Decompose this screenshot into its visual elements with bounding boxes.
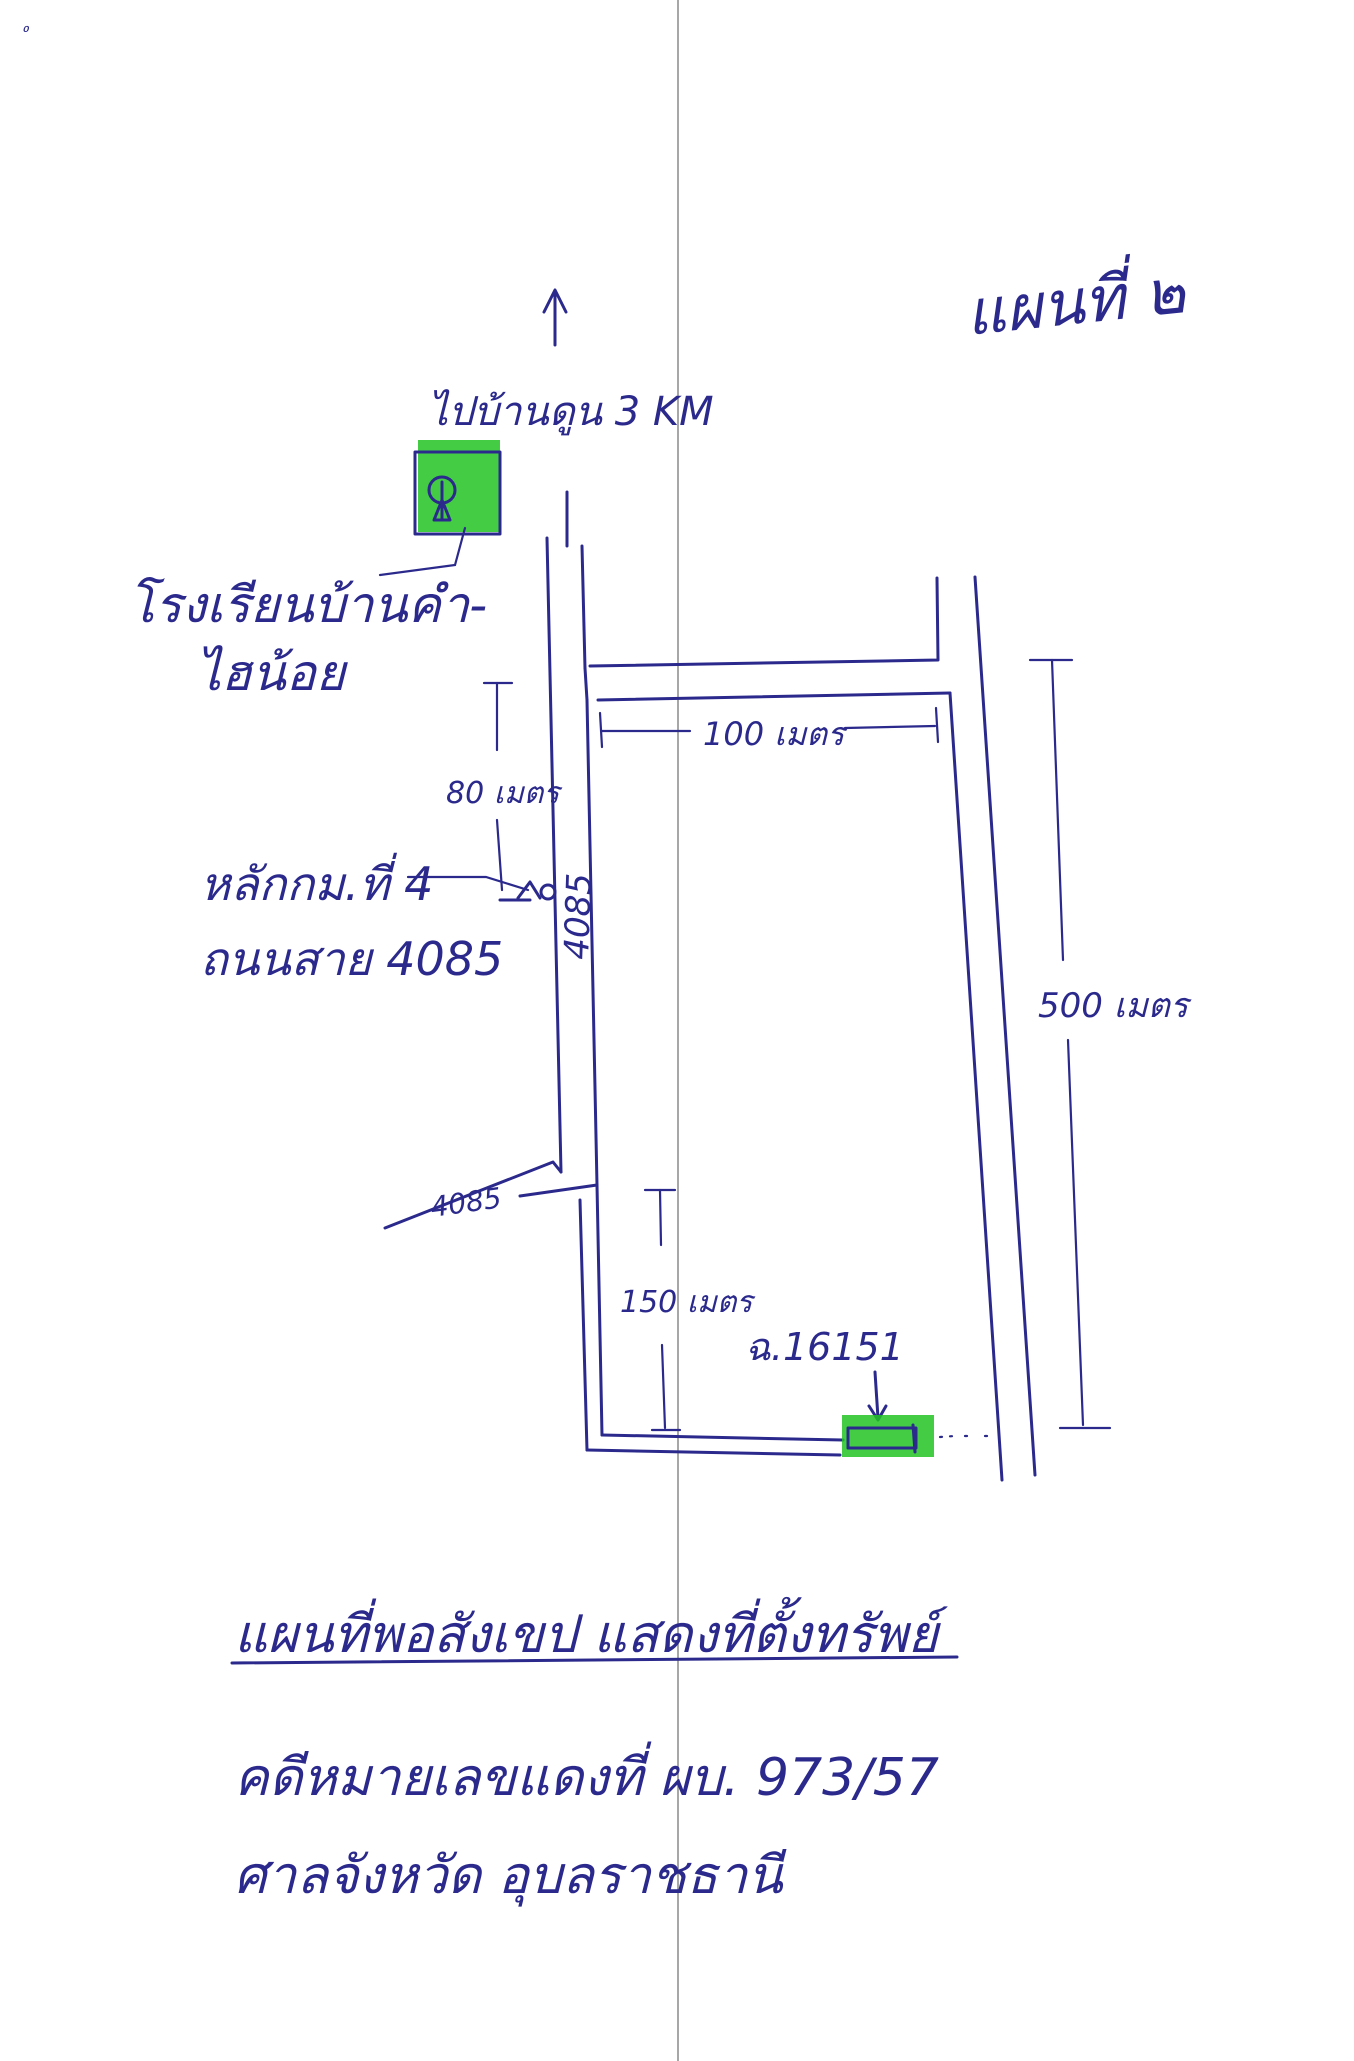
school-leader-line <box>378 526 467 577</box>
caption-court: ศาลจังหวัด อุบลราชธานี <box>234 1846 787 1907</box>
dimension-80m <box>482 681 514 892</box>
caption-title: แผนที่พอสังเขป แสดงที่ตั้งทรัพย์ <box>234 1596 948 1665</box>
km-marker-leader <box>406 875 530 892</box>
caption-title-group: แผนที่พอสังเขป แสดงที่ตั้งทรัพย์ <box>230 1596 959 1665</box>
branch-road-label: 4085 <box>428 1181 503 1224</box>
dimension-150m <box>643 1188 682 1432</box>
main-road-label: 4085 <box>557 872 600 960</box>
km-marker-label-line2: ถนนสาย 4085 <box>200 932 503 986</box>
distance-100m-label: 100 เมตร <box>703 715 848 753</box>
caption-case-number: คดีหมายเลขแดงที่ ผบ. 973/57 <box>234 1741 939 1808</box>
school-label-line1: โรงเรียนบ้านคำ- <box>128 576 487 634</box>
school-flag-icon <box>427 475 457 522</box>
sheet-label: แผนที่ ๒ <box>961 248 1189 350</box>
north-arrow-icon <box>542 288 568 347</box>
school-symbol <box>413 440 502 536</box>
dimension-500m <box>1028 658 1112 1430</box>
parcel-symbol <box>842 1415 995 1457</box>
school-highlight <box>418 440 500 532</box>
caption-underline <box>230 1655 959 1665</box>
parcel-highlight <box>842 1415 934 1457</box>
right-road <box>948 575 1037 1482</box>
parcel-label: ฉ.16151 <box>745 1325 904 1369</box>
main-road-4085 <box>545 490 599 1187</box>
distance-150m-label: 150 เมตร <box>620 1285 756 1320</box>
parcel-access-road <box>578 1183 845 1457</box>
distance-80m-label: 80 เมตร <box>446 776 563 811</box>
school-label-line2: ไฮน้อย <box>196 644 349 702</box>
parcel-arrow-icon <box>867 1370 888 1422</box>
dimension-100m <box>598 706 940 749</box>
km-post-icon <box>498 880 557 902</box>
branch-road-4085 <box>383 1160 599 1230</box>
distance-500m-label: 500 เมตร <box>1038 986 1192 1026</box>
scan-speck: ៰ <box>22 16 30 37</box>
top-road <box>588 576 952 702</box>
destination-label: ไปบ้านดูน 3 KM <box>428 389 714 436</box>
km-marker-label-line1: หลักกม.ที่ 4 <box>200 852 433 911</box>
